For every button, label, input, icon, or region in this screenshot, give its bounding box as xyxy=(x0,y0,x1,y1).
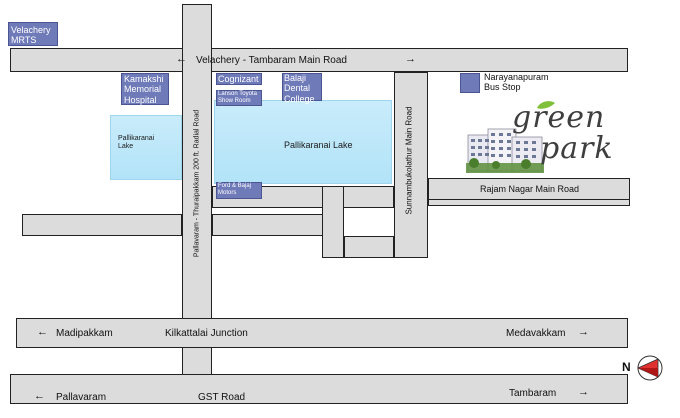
compass-north-label: N xyxy=(622,360,631,374)
compass-arrow-icon xyxy=(637,355,663,381)
pallikaranai-lake-left xyxy=(110,115,182,180)
sunnambukolathur-road xyxy=(394,72,428,258)
narayanapuram-label: Narayanapuram Bus Stop xyxy=(484,72,549,93)
kilkattalai-label: Kilkattalai Junction xyxy=(165,328,248,339)
arrow-right-medavakkam-icon: → xyxy=(578,326,589,338)
arrow-left-icon: ← xyxy=(176,53,187,65)
rajam-lower-road xyxy=(428,200,630,206)
madipakkam-label: Madipakkam xyxy=(56,328,113,339)
velachery-mrts-marker xyxy=(8,22,58,46)
ford-bajaj-label: Ford & Bajaj Motors xyxy=(218,183,252,196)
leaf-icon xyxy=(537,101,555,109)
lake-main-label: Pallikaranai Lake xyxy=(284,140,353,150)
radial-road-label: Pallavaram - Thuraipakkam 200 ft. Radial… xyxy=(193,109,201,258)
cognizant-marker xyxy=(216,73,262,85)
pallavaram-label: Pallavaram xyxy=(56,392,107,403)
balaji-college-label: Balaji Dental College xyxy=(284,73,315,104)
narayanapuram-marker xyxy=(460,73,480,93)
kamakshi-hospital-marker xyxy=(121,73,169,105)
kilkattalai-road xyxy=(16,318,628,348)
compass: N xyxy=(622,354,666,384)
rajam-nagar-label: Rajam Nagar Main Road xyxy=(480,184,580,194)
medavakkam-label: Medavakkam xyxy=(506,328,566,339)
lanson-toyota-label: Lanson Toyota Show Room xyxy=(218,91,257,104)
brand-green: green xyxy=(512,100,606,135)
gst-road-label: GST Road xyxy=(198,392,246,403)
pallikaranai-lake-main xyxy=(214,100,392,184)
arrow-left-madipakkam-icon: ← xyxy=(37,326,48,338)
arrow-left-pallavaram-icon: ← xyxy=(34,390,45,402)
sunnambukolathur-label: Sunnambukolathur Main Road xyxy=(404,106,414,215)
lake-left-label: Pallikaranai Lake xyxy=(118,135,155,150)
connector-vertical xyxy=(322,186,344,258)
connector-lower xyxy=(344,236,394,258)
arrow-right-icon: → xyxy=(405,53,416,65)
balaji-college-marker xyxy=(282,73,322,101)
velachery-mrts-label: Velachery MRTS xyxy=(11,25,51,46)
tambaram-label: Tambaram xyxy=(509,388,557,399)
brand-park: park xyxy=(540,131,614,166)
green-park-building-icon xyxy=(466,128,544,173)
middle-road-center xyxy=(212,214,324,236)
lanson-toyota-marker xyxy=(216,90,262,106)
velachery-tambaram-road xyxy=(10,48,628,72)
rajam-nagar-road xyxy=(428,178,630,200)
kamakshi-hospital-label: Kamakshi Memorial Hospital xyxy=(124,74,164,105)
ford-bajaj-marker xyxy=(216,182,262,199)
cognizant-label: Cognizant xyxy=(218,74,259,84)
gst-road xyxy=(10,374,628,404)
middle-road-left xyxy=(22,214,182,236)
arrow-right-tambaram-icon: → xyxy=(578,386,589,398)
velachery-tambaram-label: Velachery - Tambaram Main Road xyxy=(196,55,347,66)
